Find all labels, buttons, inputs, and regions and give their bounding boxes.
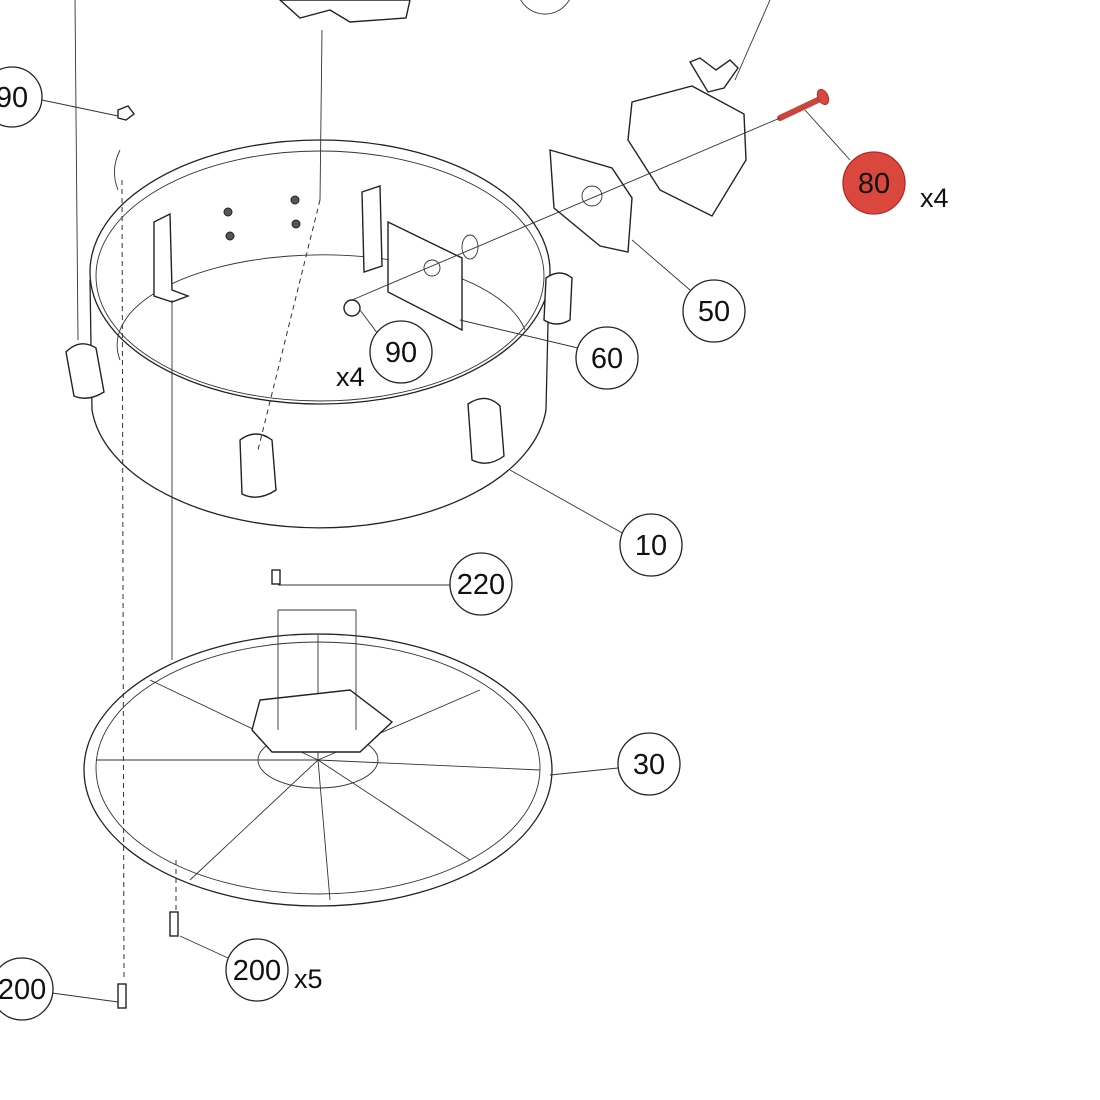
leader-lines: [41, 0, 851, 1003]
svg-text:60: 60: [591, 343, 623, 375]
callout-60[interactable]: 60: [575, 326, 639, 390]
quantity-200: x5: [294, 964, 323, 994]
callout-30[interactable]: 30: [617, 732, 681, 796]
svg-text:80: 80: [858, 168, 890, 200]
drum-shell: [89, 139, 551, 529]
base-plate: [83, 633, 553, 907]
mount-bracket: [153, 185, 479, 332]
svg-text:50: 50: [698, 296, 730, 328]
callout-10[interactable]: 10: [619, 513, 683, 577]
callout-80-highlighted[interactable]: 80: [842, 151, 906, 215]
lug: [65, 272, 573, 498]
mount-plate: [549, 149, 633, 253]
svg-text:200: 200: [0, 974, 46, 1006]
svg-text:10: 10: [635, 530, 667, 562]
quantity-80: x4: [920, 183, 949, 213]
quantity-90: x4: [336, 362, 365, 392]
callout-90-top[interactable]: 90: [0, 66, 43, 128]
callout-220[interactable]: 220: [449, 552, 513, 616]
callout-200-bottom[interactable]: 200: [0, 957, 54, 1021]
callout-200-x5[interactable]: 200: [225, 938, 289, 1002]
svg-text:30: 30: [633, 749, 665, 781]
svg-text:90: 90: [385, 337, 417, 369]
svg-text:200: 200: [233, 955, 281, 987]
callout-50[interactable]: 50: [682, 279, 746, 343]
svg-text:220: 220: [457, 569, 505, 601]
screw: [114, 105, 281, 1009]
tension-bolt: [777, 88, 830, 121]
tom-holder-clamp: [627, 57, 747, 217]
svg-text:90: 90: [0, 82, 28, 114]
callout-90[interactable]: 90: [369, 320, 433, 384]
